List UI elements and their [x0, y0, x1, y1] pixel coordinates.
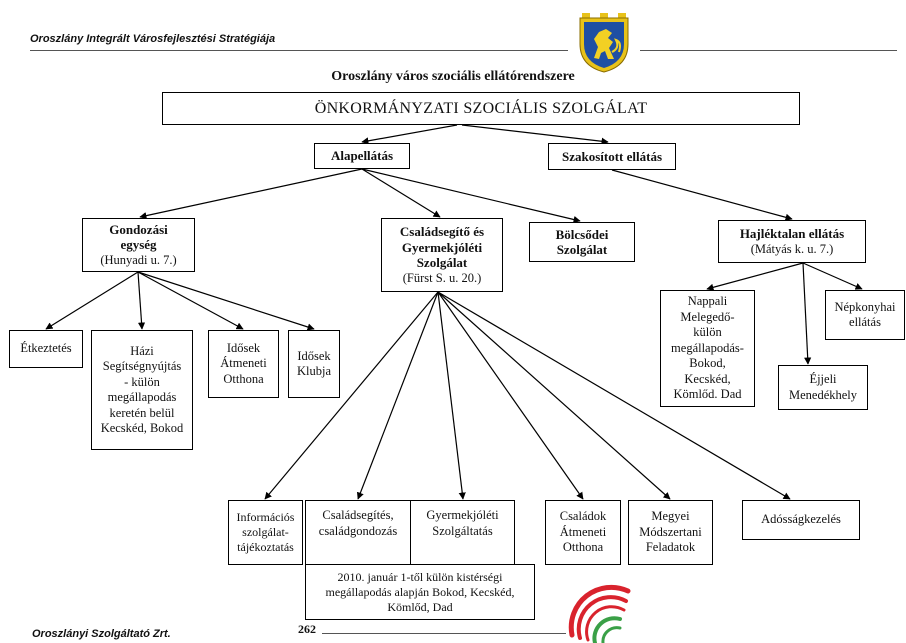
hazi-segitsegnyujtas-label: Házi Segítségnyújtás - külön megállapodá… [100, 343, 184, 436]
connector-hajlektalan-ejjeli [802, 262, 812, 365]
connector-hajlektalan-nepkonyha [802, 262, 863, 290]
csaladsegites-box: Családsegítés, családgondozás [305, 500, 411, 565]
idosek-atmeneti-otthona-label: Idősek Átmeneti Otthona [220, 340, 267, 386]
megyei-modszertani-label: Megyei Módszertani Feladatok [639, 509, 702, 555]
idosek-klubja-label: Idősek Klubja [296, 348, 332, 379]
connector-csaladsegito-megyei [437, 291, 671, 500]
connector-gondozasi-etkeztetes [45, 271, 139, 330]
diagram-title: Oroszlány város szociális ellátórendszer… [331, 69, 575, 84]
nappali-melegedo-label: Nappali Melegedő- külön megállapodás- Bo… [671, 294, 744, 402]
etkeztetes-box: Étkeztetés [9, 330, 83, 368]
connector-root-alapellatas [361, 124, 458, 145]
header-rule-right [640, 50, 897, 51]
adossagkezeles-label: Adósságkezelés [761, 512, 841, 527]
kisterseg-note-label: 2010. január 1-től külön kistérségi megá… [325, 569, 515, 614]
coat-of-arms-icon [578, 12, 630, 74]
nappali-melegedo-box: Nappali Melegedő- külön megállapodás- Bo… [660, 290, 755, 407]
connector-gondozasi-hazi [137, 271, 146, 330]
nepkonyhai-ellatas-label: Népkonyhai ellátás [834, 299, 896, 330]
csaladsegites-label: Családsegítés, családgondozás [318, 508, 398, 538]
ejjeli-menedekhely-label: Éjjeli Menedékhely [788, 372, 858, 402]
connector-root-szakositott [461, 124, 609, 145]
connector-alapellatas-csaladsegito [361, 168, 441, 218]
header-rule-left [30, 50, 568, 51]
connector-csaladsegito-csaladsegites [356, 291, 439, 500]
bolcsodei-box: Bölcsődei Szolgálat [529, 222, 635, 262]
gondozasi-box: Gondozási egység (Hunyadi u. 7.) [82, 218, 195, 272]
gondozasi-address: (Hunyadi u. 7.) [100, 252, 177, 267]
gyermekjoleti-szolgaltatas-box: Gyermekjóléti Szolgáltatás [410, 500, 515, 565]
hajlektalan-name: Hajléktalan ellátás [739, 226, 845, 241]
hajlektalan-address: (Mátyás k. u. 7.) [750, 241, 834, 256]
gondozasi-name: Gondozási egység [109, 221, 168, 253]
hajlektalan-box: Hajléktalan ellátás (Mátyás k. u. 7.) [718, 220, 866, 263]
idosek-atmeneti-otthona-box: Idősek Átmeneti Otthona [208, 330, 279, 398]
connector-csaladsegito-csaladok [437, 291, 584, 500]
connector-csaladsegito-informacios [264, 291, 439, 500]
csaladsegito-box: Családsegítő és Gyermekjóléti Szolgálat … [381, 218, 503, 292]
connector-hajlektalan-nappali [706, 262, 804, 291]
szakositott-box: Szakosított ellátás [548, 143, 676, 170]
connector-gondozasi-idosek-klubja [137, 271, 315, 331]
csaladsegito-address: (Fürst S. u. 20.) [402, 270, 482, 285]
csaladok-atmeneti-otthona-box: Családok Átmeneti Otthona [545, 500, 621, 565]
connector-alapellatas-gondozasi [139, 168, 363, 220]
alapellatas-label: Alapellátás [330, 148, 394, 164]
page-number: 262 [298, 622, 316, 636]
megyei-modszertani-box: Megyei Módszertani Feladatok [628, 500, 713, 565]
alapellatas-box: Alapellátás [314, 143, 410, 169]
idosek-klubja-box: Idősek Klubja [288, 330, 340, 398]
header-title: Oroszlány Integrált Városfejlesztési Str… [30, 33, 276, 45]
adossagkezeles-box: Adósságkezelés [742, 500, 860, 540]
csaladok-atmeneti-otthona-label: Családok Átmeneti Otthona [559, 509, 607, 555]
connector-csaladsegito-gyermekjoleti [437, 291, 466, 500]
informacios-box: Információs szolgálat- tájékoztatás [228, 500, 303, 565]
szakositott-label: Szakosított ellátás [561, 148, 663, 164]
bolcsodei-name: Bölcsődei Szolgálat [555, 226, 609, 258]
connector-szakositott-hajlektalan [611, 169, 793, 221]
kisterseg-note-box: 2010. január 1-től külön kistérségi megá… [305, 564, 535, 620]
footer-company: Oroszlányi Szolgáltató Zrt. [32, 628, 171, 640]
hazi-segitsegnyujtas-box: Házi Segítségnyújtás - külön megállapodá… [91, 330, 193, 450]
etkeztetes-label: Étkeztetés [20, 341, 72, 356]
root-label: ÖNKORMÁNYZATI SZOCIÁLIS SZOLGÁLAT [314, 99, 648, 117]
nepkonyhai-ellatas-box: Népkonyhai ellátás [825, 290, 905, 340]
ejjeli-menedekhely-box: Éjjeli Menedékhely [778, 365, 868, 410]
csaladsegito-name: Családsegítő és Gyermekjóléti Szolgálat [399, 224, 485, 270]
footer-rule [322, 633, 566, 634]
connector-csaladsegito-adossag [437, 291, 791, 500]
informacios-label: Információs szolgálat- tájékoztatás [236, 510, 295, 554]
gyermekjoleti-szolgaltatas-label: Gyermekjóléti Szolgáltatás [426, 508, 499, 538]
connector-gondozasi-idosek-atmeneti [137, 271, 244, 330]
root-box: ÖNKORMÁNYZATI SZOCIÁLIS SZOLGÁLAT [162, 92, 800, 125]
company-logo-icon [566, 583, 636, 643]
connector-alapellatas-bolcsodei [361, 168, 581, 223]
